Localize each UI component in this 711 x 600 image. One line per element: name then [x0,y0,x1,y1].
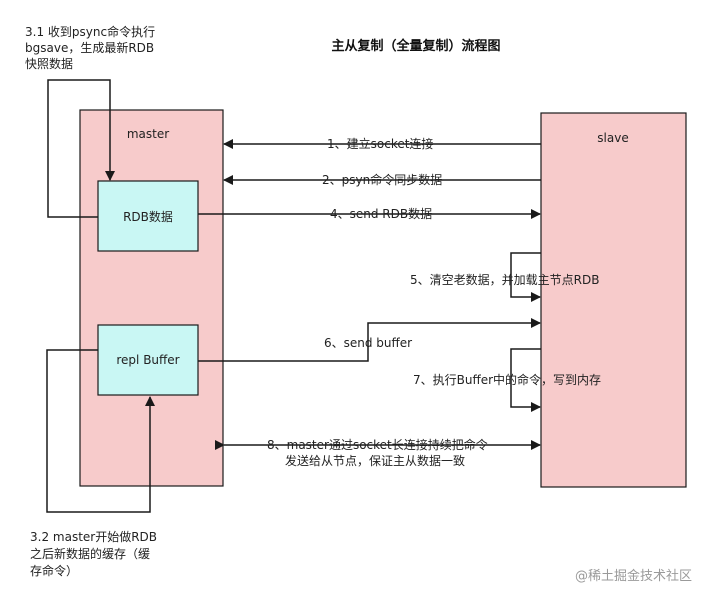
note-bgsave-line-3: 快照数据 [25,56,73,71]
note-bgsave-line-2: bgsave，生成最新RDB [25,40,154,55]
diagram-title: 主从复制（全量复制）流程图 [331,38,500,54]
rdb-data-label: RDB数据 [123,209,173,224]
edge-5-loop-arrow [510,252,541,302]
repl-buffer-label: repl Buffer [116,353,179,367]
master-box [79,109,224,487]
note-bgsave-line-1: 3.1 收到psync命令执行 [25,24,155,39]
edge-7-loop-arrow [510,348,541,412]
note-buffer-line-2: 之后新数据的缓存（缓 [30,546,150,561]
slave-label: slave [597,131,628,145]
edge-6-label: 6、send buffer [324,336,412,350]
buffer-cache-loop-arrow [46,349,155,513]
slave-box [540,112,687,488]
edge-8-label-line-2: 发送给从节点，保证主从数据一致 [285,453,465,468]
edge-5-label: 5、清空老数据，并加载主节点RDB [410,272,599,287]
repl-buffer-box [97,324,199,396]
master-label: master [127,127,169,141]
edge-8-label-line-1: 8、master通过socket长连接持续把命令 [267,437,488,452]
edge-6-arrow [198,318,541,362]
watermark: @稀土掘金技术社区 [575,568,692,584]
note-buffer-line-3: 存命令） [30,563,78,578]
edge-1-label: 1、建立socket连接 [327,136,433,151]
edge-7-label: 7、执行Buffer中的命令，写到内存 [413,372,601,387]
rdb-data-box [97,180,199,252]
edge-4-label: 4、send RDB数据 [330,206,432,221]
note-buffer-line-1: 3.2 master开始做RDB [30,529,157,544]
edge-2-label: 2、psyn命令同步数据 [322,172,442,187]
bgsave-loop-arrow [47,79,115,218]
